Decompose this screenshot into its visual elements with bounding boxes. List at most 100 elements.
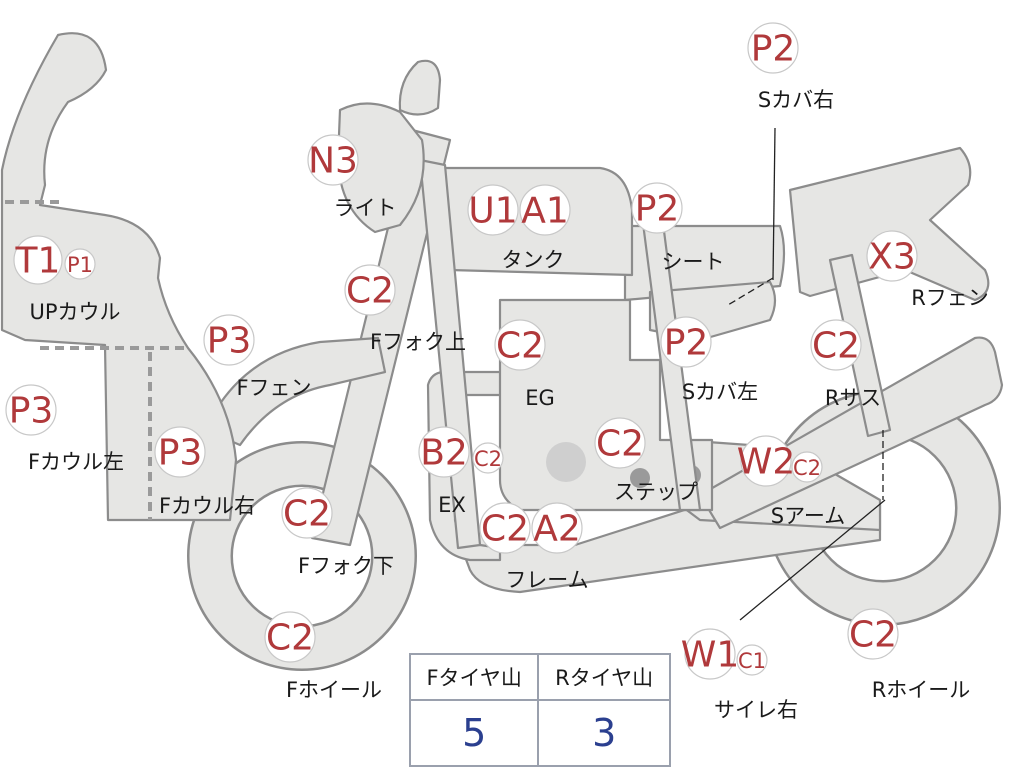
- part-code: W2: [737, 442, 796, 483]
- part-label: Fカウル右: [159, 494, 255, 518]
- mirror-shape: [398, 59, 442, 116]
- front-fork-shape: [310, 128, 452, 547]
- part-label: タンク: [502, 248, 565, 272]
- part-label: シート: [662, 250, 725, 274]
- tire-tread-table: Fタイヤ山 Rタイヤ山 5 3: [408, 653, 671, 767]
- code-badge: [264, 611, 316, 663]
- callout-seat: P2 シート: [631, 182, 725, 274]
- part-label: UPカウル: [29, 300, 120, 324]
- part-code: C2: [812, 326, 860, 367]
- part-label: Rサス: [825, 386, 881, 410]
- front-tire-header: Fタイヤ山: [408, 653, 540, 701]
- part-label: ライト: [334, 196, 397, 220]
- code-badge: [418, 426, 470, 478]
- code-badge: [847, 608, 899, 660]
- s-cover-right-dashed-leader: [727, 277, 774, 306]
- code-badge: [519, 184, 571, 236]
- rear-tire-header: Rタイヤ山: [537, 653, 671, 701]
- part-label: EG: [525, 386, 555, 410]
- part-label: Sアーム: [771, 504, 845, 528]
- code-badge: [472, 442, 504, 474]
- part-code: C2: [283, 494, 331, 535]
- rear-tire-value: 3: [537, 699, 671, 767]
- part-code: P3: [158, 433, 203, 474]
- part-label: Sカバ右: [758, 88, 834, 112]
- fairing-shape: [0, 32, 238, 522]
- code-badge: [810, 319, 862, 371]
- front-tire-value: 5: [408, 699, 540, 767]
- part-code: C2: [596, 424, 644, 465]
- part-code: P3: [207, 321, 252, 362]
- part-code: C2: [481, 509, 529, 550]
- part-code: P1: [67, 253, 93, 277]
- code-badge: [281, 487, 333, 539]
- part-label: Fフェン: [236, 376, 311, 400]
- part-label: サイレ右: [714, 698, 798, 722]
- code-badge: [631, 182, 683, 234]
- part-label: EX: [438, 493, 466, 517]
- part-code: P2: [751, 29, 796, 70]
- code-badge: [740, 435, 792, 487]
- callout-light: N3 ライト: [307, 134, 397, 220]
- part-label: Rホイール: [872, 678, 971, 702]
- code-badge: [479, 502, 531, 554]
- part-code: C2: [346, 271, 394, 312]
- code-badge: [684, 628, 736, 680]
- code-badge: [203, 314, 255, 366]
- part-code: C2: [496, 326, 544, 367]
- front-fender-shape: [203, 336, 387, 447]
- code-badge: [13, 235, 63, 285]
- code-badge: [494, 319, 546, 371]
- part-code: N3: [308, 141, 358, 182]
- part-code: B2: [420, 433, 468, 474]
- part-code: U1: [468, 191, 517, 232]
- part-code: C2: [849, 615, 897, 656]
- code-badge: [791, 451, 823, 483]
- part-label: Fカウル左: [28, 450, 124, 474]
- part-code: C2: [474, 447, 502, 471]
- part-label: Sカバ左: [682, 380, 758, 404]
- part-code: P2: [664, 323, 709, 364]
- code-badge: [747, 22, 799, 74]
- part-code: P3: [9, 391, 54, 432]
- code-badge: [5, 384, 57, 436]
- part-code: X3: [868, 237, 916, 278]
- part-label: Rフェン: [911, 286, 989, 310]
- part-code: W1: [681, 635, 740, 676]
- part-code: P2: [635, 189, 680, 230]
- code-badge: [531, 502, 583, 554]
- part-code: C2: [266, 618, 314, 659]
- code-badge: [594, 417, 646, 469]
- part-label: フレーム: [505, 568, 588, 592]
- part-code: C1: [738, 649, 766, 673]
- code-badge: [344, 264, 396, 316]
- part-code: C2: [793, 456, 821, 480]
- part-code: A2: [533, 509, 581, 550]
- code-badge: [660, 316, 712, 368]
- code-badge: [64, 248, 96, 280]
- code-badge: [154, 426, 206, 478]
- code-badge: [307, 134, 359, 186]
- part-label: Fホイール: [286, 678, 382, 702]
- code-badge: [467, 184, 519, 236]
- part-code: T1: [15, 241, 61, 282]
